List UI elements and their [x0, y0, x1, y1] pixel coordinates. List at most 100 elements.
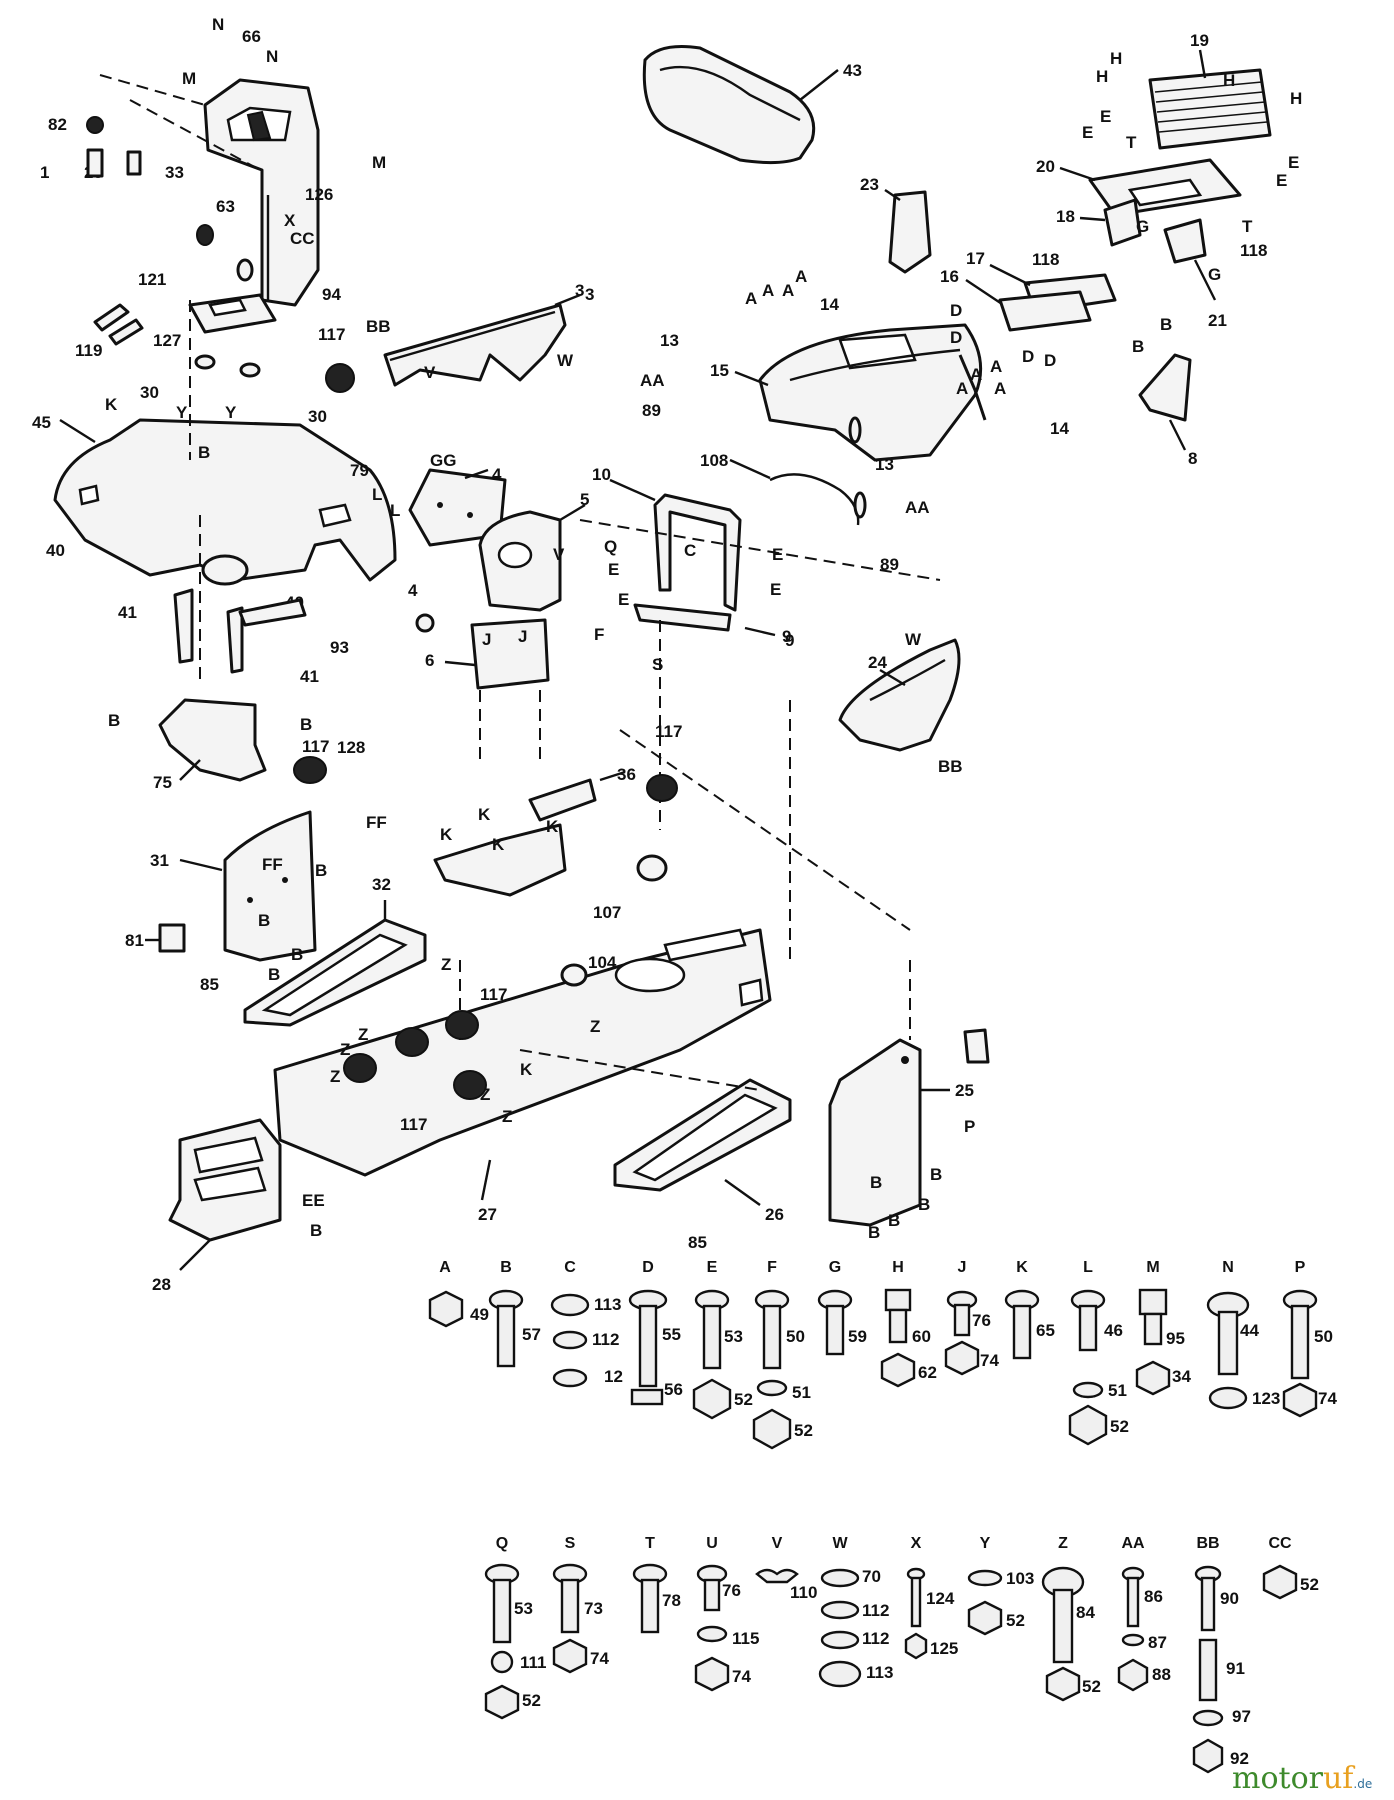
hardware-letter: A: [439, 1259, 451, 1276]
footrest-26[interactable]: 26: [613, 1078, 792, 1224]
svg-text:92: 92: [1230, 1749, 1249, 1768]
dash-housing-5[interactable]: 5: [478, 490, 589, 612]
svg-text:P: P: [1295, 1259, 1306, 1276]
svg-text:112: 112: [592, 1330, 619, 1349]
svg-text:124: 124: [926, 1589, 955, 1608]
svg-text:L: L: [390, 501, 400, 520]
hood-15[interactable]: 15: [710, 323, 983, 462]
svg-text:E: E: [1288, 153, 1299, 172]
svg-text:76: 76: [722, 1581, 741, 1600]
plate-36[interactable]: 36: [433, 765, 636, 897]
svg-text:J: J: [958, 1259, 967, 1276]
svg-text:B: B: [315, 861, 327, 880]
svg-text:Q: Q: [496, 1535, 508, 1552]
svg-text:113: 113: [866, 1663, 893, 1682]
grille-19[interactable]: 19: [1148, 31, 1272, 150]
fender-deck-45[interactable]: 45: [32, 413, 397, 586]
svg-text:B: B: [291, 945, 303, 964]
bracket-8[interactable]: 8: [1138, 353, 1197, 468]
svg-text:CC: CC: [290, 229, 315, 248]
svg-text:70: 70: [862, 1567, 881, 1586]
bracket-23[interactable]: 23: [860, 175, 932, 274]
svg-text:V: V: [553, 545, 565, 564]
svg-text:BB: BB: [366, 317, 391, 336]
svg-text:G: G: [1208, 265, 1221, 284]
bracket-9[interactable]: 9: [633, 603, 791, 646]
callout-number: 82: [48, 115, 67, 134]
callout-number: 41: [118, 603, 137, 622]
svg-text:73: 73: [584, 1599, 603, 1618]
side-panel-24[interactable]: 24: [838, 638, 961, 752]
callout-number: 79: [350, 461, 369, 480]
part-number-36: 36: [617, 765, 636, 784]
bracket-25[interactable]: 25: [828, 1038, 974, 1227]
svg-text:P: P: [964, 1117, 975, 1136]
part-number-66: 66: [242, 27, 261, 46]
svg-text:74: 74: [1318, 1389, 1337, 1408]
svg-text:AA: AA: [640, 371, 665, 390]
panel-31[interactable]: 31: [150, 810, 317, 962]
callout-number: 14: [1050, 419, 1069, 438]
svg-text:E: E: [1082, 123, 1093, 142]
svg-text:B: B: [888, 1211, 900, 1230]
callout-number: 117: [318, 325, 345, 344]
svg-text:115: 115: [732, 1629, 759, 1648]
svg-text:51: 51: [792, 1383, 811, 1402]
svg-text:91: 91: [1226, 1659, 1245, 1678]
svg-text:Y: Y: [225, 403, 237, 422]
svg-text:E: E: [1100, 107, 1111, 126]
svg-text:60: 60: [912, 1327, 931, 1346]
callout-number: 13: [660, 331, 679, 350]
svg-text:87: 87: [1148, 1633, 1167, 1652]
svg-text:D: D: [1022, 347, 1034, 366]
svg-text:K: K: [520, 1060, 533, 1079]
svg-text:Z: Z: [358, 1025, 368, 1044]
bracket-6[interactable]: 6: [425, 618, 550, 690]
frame-27[interactable]: 27: [273, 928, 772, 1224]
svg-text:A: A: [994, 379, 1006, 398]
part-81[interactable]: 81: [125, 923, 186, 953]
part-number-25: 25: [955, 1081, 974, 1100]
svg-text:C: C: [564, 1259, 576, 1276]
footrest-32[interactable]: 32: [243, 875, 427, 1027]
callout-number: 89: [880, 555, 899, 574]
callout-number: 85: [200, 975, 219, 994]
handle-10[interactable]: 10: [592, 465, 742, 612]
svg-text:N: N: [1222, 1259, 1234, 1276]
part-number-21: 21: [1208, 311, 1227, 330]
seat-43[interactable]: 43: [642, 45, 862, 165]
svg-text:46: 46: [1104, 1321, 1123, 1340]
rail-16[interactable]: 16: [940, 267, 1092, 332]
svg-text:N: N: [266, 47, 278, 66]
svg-text:53: 53: [724, 1327, 743, 1346]
svg-text:52: 52: [1082, 1677, 1101, 1696]
callout-number: 89: [642, 401, 661, 420]
svg-text:78: 78: [662, 1591, 681, 1610]
panel-4[interactable]: 4: [408, 465, 507, 547]
small-parts: [86, 116, 990, 1100]
step-28[interactable]: 28: [152, 1118, 282, 1294]
svg-text:76: 76: [972, 1311, 991, 1330]
svg-text:AA: AA: [905, 498, 930, 517]
bracket-18[interactable]: 18: [1056, 198, 1142, 247]
grille-slats: [1154, 81, 1268, 133]
callout-number: 41: [300, 667, 319, 686]
plate-75[interactable]: 75: [153, 698, 267, 792]
svg-text:K: K: [478, 805, 491, 824]
svg-text:W: W: [832, 1535, 848, 1552]
svg-text:125: 125: [930, 1639, 958, 1658]
plate-127[interactable]: 127: [153, 293, 277, 350]
svg-text:S: S: [652, 655, 663, 674]
bracket-21[interactable]: 21: [1163, 218, 1227, 330]
callout-number: 40: [46, 541, 65, 560]
side-panel-3[interactable]: 3: [383, 285, 594, 387]
console-66[interactable]: 66: [203, 27, 320, 307]
svg-text:50: 50: [1314, 1327, 1333, 1346]
svg-text:B: B: [930, 1165, 942, 1184]
part-number-4: 4: [492, 465, 502, 484]
svg-text:53: 53: [514, 1599, 533, 1618]
callout-number: 3: [575, 281, 584, 300]
part-number-45: 45: [32, 413, 51, 432]
svg-text:112: 112: [862, 1629, 889, 1648]
callout-number: 117: [480, 985, 507, 1004]
